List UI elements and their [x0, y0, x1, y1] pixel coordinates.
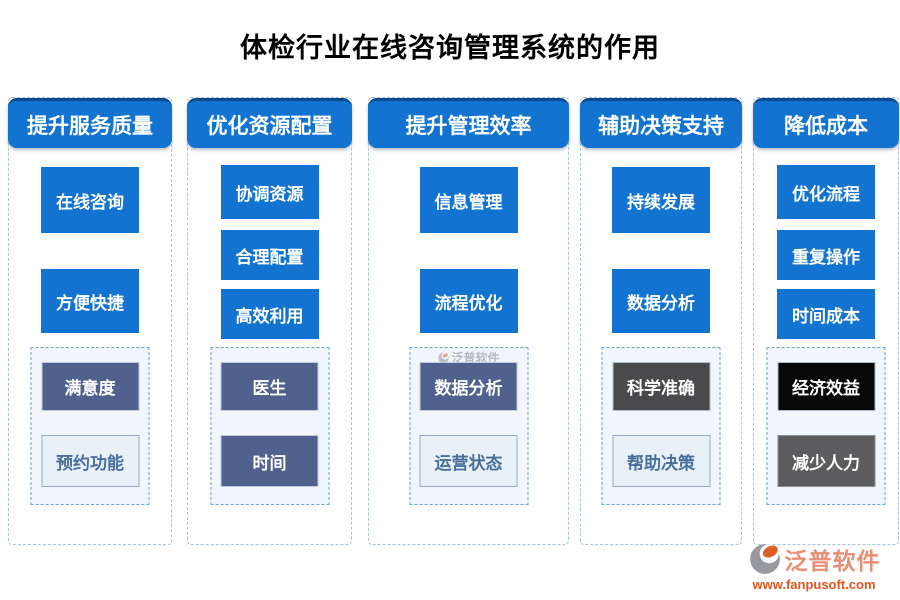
feature-box: 合理配置 [220, 230, 319, 280]
diagram-title: 体检行业在线咨询管理系统的作用 [240, 33, 660, 63]
column-management-efficiency: 提升管理效率 信息管理 流程优化 泛普软件 数据分析 运营状态 [368, 97, 569, 545]
column-header: 优化资源配置 [187, 98, 352, 148]
sub-group: 经济效益 减少人力 [766, 347, 886, 505]
column-decision-support: 辅助决策支持 持续发展 数据分析 科学准确 帮助决策 [580, 97, 742, 545]
watermark: 泛普软件 [437, 349, 500, 366]
feature-box: 方便快捷 [41, 269, 139, 333]
sub-box: 数据分析 [419, 362, 518, 411]
brand-url: www.fanpusoft.com [752, 577, 876, 592]
watermark-logo-icon [438, 352, 449, 363]
sub-box: 预约功能 [41, 435, 139, 487]
column-resource-allocation: 优化资源配置 协调资源 合理配置 高效利用 医生 时间 [187, 97, 352, 545]
column-cost-reduction: 降低成本 优化流程 重复操作 时间成本 经济效益 减少人力 [753, 97, 899, 545]
feature-box: 高效利用 [220, 289, 319, 339]
column-header: 提升服务质量 [8, 98, 172, 148]
feature-box: 流程优化 [419, 269, 518, 333]
brand-logo-icon [749, 544, 780, 574]
watermark-text: 泛普软件 [451, 351, 500, 365]
brand-footer: 泛普软件 www.fanpusoft.com [736, 542, 892, 592]
feature-box: 持续发展 [612, 167, 710, 233]
feature-box: 在线咨询 [41, 167, 139, 233]
feature-box: 数据分析 [612, 269, 710, 333]
feature-box: 优化流程 [777, 165, 875, 219]
sub-group: 泛普软件 数据分析 运营状态 [409, 347, 528, 505]
sub-box: 经济效益 [777, 362, 875, 411]
feature-box: 信息管理 [419, 167, 518, 233]
feature-box: 时间成本 [777, 289, 875, 339]
sub-box: 科学准确 [612, 362, 710, 411]
column-header: 提升管理效率 [368, 98, 569, 148]
feature-box: 协调资源 [220, 165, 319, 219]
sub-box: 帮助决策 [612, 435, 710, 487]
sub-box: 运营状态 [419, 435, 518, 487]
sub-box: 时间 [220, 435, 319, 487]
sub-group: 医生 时间 [210, 347, 329, 505]
sub-group: 科学准确 帮助决策 [601, 347, 721, 505]
sub-group: 满意度 预约功能 [30, 347, 150, 505]
sub-box: 医生 [220, 362, 319, 411]
feature-box: 重复操作 [777, 230, 875, 280]
column-header: 辅助决策支持 [580, 98, 742, 148]
column-header: 降低成本 [753, 98, 899, 148]
brand-name: 泛普软件 [784, 548, 881, 574]
sub-box: 减少人力 [777, 435, 875, 487]
sub-box: 满意度 [41, 362, 139, 411]
column-service-quality: 提升服务质量 在线咨询 方便快捷 满意度 预约功能 [8, 97, 172, 545]
